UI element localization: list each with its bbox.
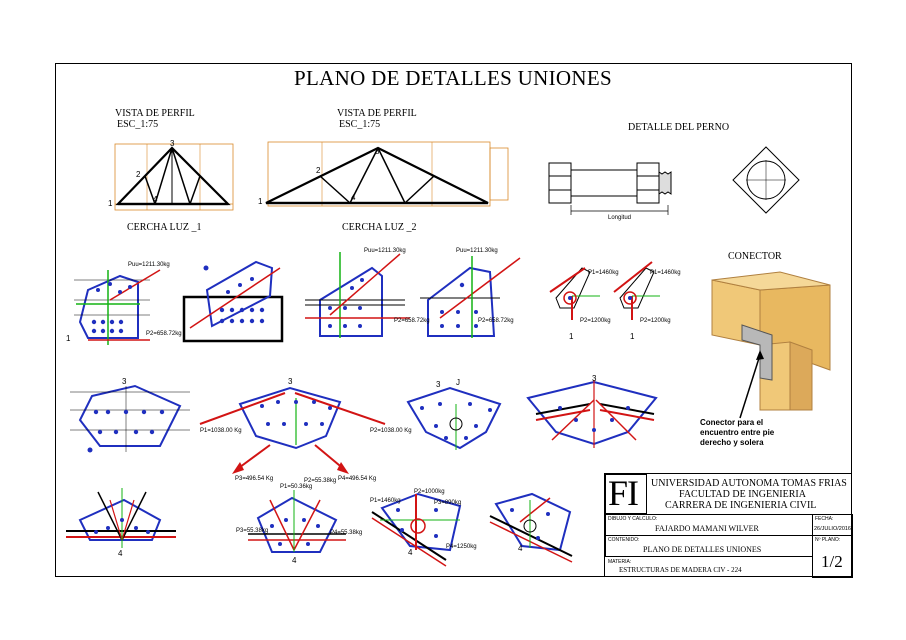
force-label: P2=1000kg	[414, 489, 445, 495]
connector-note-line-3: derecho y solera	[700, 438, 764, 447]
connector-note-line-1: Conector para el	[700, 418, 764, 427]
truss1-node-3: 3	[170, 139, 175, 148]
node-label: 3	[592, 374, 597, 383]
truss-2	[265, 141, 509, 207]
view1-label: VISTA DE PERFIL	[115, 108, 195, 119]
truss2-node-4: 4	[351, 193, 356, 202]
force-label: P4=55.38kg	[330, 530, 363, 536]
university-name: UNIVERSIDAD AUTONOMA TOMAS FRIAS	[651, 478, 847, 489]
truss2-node-3: 3	[375, 147, 380, 156]
truss-1	[114, 143, 234, 211]
joint-detail-8	[526, 380, 658, 448]
sheet-caption: Nº PLANO:	[815, 537, 841, 543]
force-label: Puu=1211.30kg	[128, 262, 170, 268]
joint-detail-5	[70, 384, 190, 453]
faculty-name: FACULTAD DE INGENIERIA	[679, 489, 806, 500]
joint-detail-3	[305, 252, 410, 338]
faculty-logo: FI	[608, 473, 639, 513]
drawn-by: FAJARDO MAMANI WILVER	[655, 524, 759, 533]
truss2-caption: CERCHA LUZ _2	[342, 222, 417, 233]
logo-cell	[605, 474, 647, 514]
force-label: P2=658.72kg	[146, 331, 182, 337]
force-label: P3=496.54 Kg	[235, 476, 274, 482]
node-label: 4	[518, 544, 523, 553]
joint-detail-7	[406, 386, 502, 450]
joint-detail-10	[248, 490, 346, 553]
force-label: P4=1250kg	[446, 544, 477, 550]
node-label: 1	[569, 332, 574, 341]
force-label: P3=55.38kg	[236, 528, 269, 534]
subject-caption: MATERIA:	[608, 559, 632, 565]
force-label: P3=890kg	[434, 500, 462, 506]
view2-scale: ESC_1:75	[339, 119, 381, 130]
joint-detail-1	[74, 269, 161, 345]
connector-illustration	[711, 271, 831, 419]
force-label: P2=55.38kg	[304, 478, 337, 484]
page-title: PLANO DE DETALLES UNIONES	[294, 66, 612, 90]
force-label: P2=1200kg	[580, 318, 611, 324]
force-label: P1=1460kg	[370, 498, 401, 504]
subject-value: ESTRUCTURAS DE MADERA CIV - 224	[619, 566, 742, 574]
bolt-length-label: Longitud	[608, 215, 632, 221]
force-label: P1=1460kg	[588, 270, 619, 276]
joint-detail-12	[489, 492, 573, 563]
joint-detail-11	[371, 492, 462, 567]
node-label: 4	[118, 549, 123, 558]
joint-detail-2	[182, 260, 284, 343]
date-value: 26/JULIO/2016	[814, 526, 851, 532]
truss2-node-1: 1	[258, 197, 263, 206]
force-label: P1=1460kg	[650, 270, 681, 276]
force-label: P4=496.54 Kg	[338, 476, 377, 482]
joint-detail-6	[199, 386, 386, 474]
career-name: CARRERA DE INGENIERIA CIVIL	[665, 500, 817, 511]
force-label: Puu=1211.30kg	[456, 248, 498, 254]
connector-title: CONECTOR	[728, 251, 782, 262]
truss1-node-2: 2	[136, 170, 141, 179]
force-label: P1=1038.00 Kg	[200, 428, 242, 434]
content-value: PLANO DE DETALLES UNIONES	[643, 545, 762, 554]
connector-note-line-2: encuentro entre pie	[700, 428, 775, 437]
bearing-detail-1	[549, 267, 600, 320]
force-label: P1=50.36kg	[280, 484, 313, 490]
node-label: 1	[66, 334, 71, 343]
title-block: FI UNIVERSIDAD AUTONOMA TOMAS FRIAS FACU…	[604, 473, 853, 578]
node-label: 4	[408, 548, 413, 557]
node-label-j: J	[456, 378, 460, 387]
bolt-drawing	[548, 162, 672, 215]
bolt-detail-title: DETALLE DEL PERNO	[628, 122, 730, 133]
view1-scale: ESC_1:75	[117, 119, 159, 130]
truss1-caption: CERCHA LUZ _1	[127, 222, 202, 233]
node-label: 4	[292, 556, 297, 565]
truss2-node-2: 2	[316, 166, 321, 175]
date-caption: FECHA:	[815, 516, 834, 522]
truss1-node-1: 1	[108, 199, 113, 208]
nut-drawing	[732, 146, 800, 214]
node-label: 3	[288, 377, 293, 386]
drawing-sheet-border	[55, 63, 852, 577]
bearing-detail-2	[613, 261, 660, 320]
drawn-caption: DIBUJO Y CALCULO:	[608, 516, 658, 522]
force-label: Puu=1211.30kg	[364, 248, 406, 254]
joint-detail-4	[420, 256, 521, 338]
force-label: P2=658.72kg	[394, 318, 430, 324]
joint-detail-9	[66, 488, 176, 548]
content-caption: CONTENIDO:	[608, 537, 640, 543]
force-label: P2=1200kg	[640, 318, 671, 324]
truss1-node-4: 4	[153, 195, 158, 204]
node-label: 3	[436, 380, 441, 389]
node-label: 1	[630, 332, 635, 341]
force-label: P2=1038.00 Kg	[370, 428, 412, 434]
node-label: 3	[122, 377, 127, 386]
sheet-cell	[812, 535, 853, 578]
sheet-number: 1/2	[821, 552, 843, 571]
view2-label: VISTA DE PERFIL	[337, 108, 417, 119]
force-label: P2=658.72kg	[478, 318, 514, 324]
